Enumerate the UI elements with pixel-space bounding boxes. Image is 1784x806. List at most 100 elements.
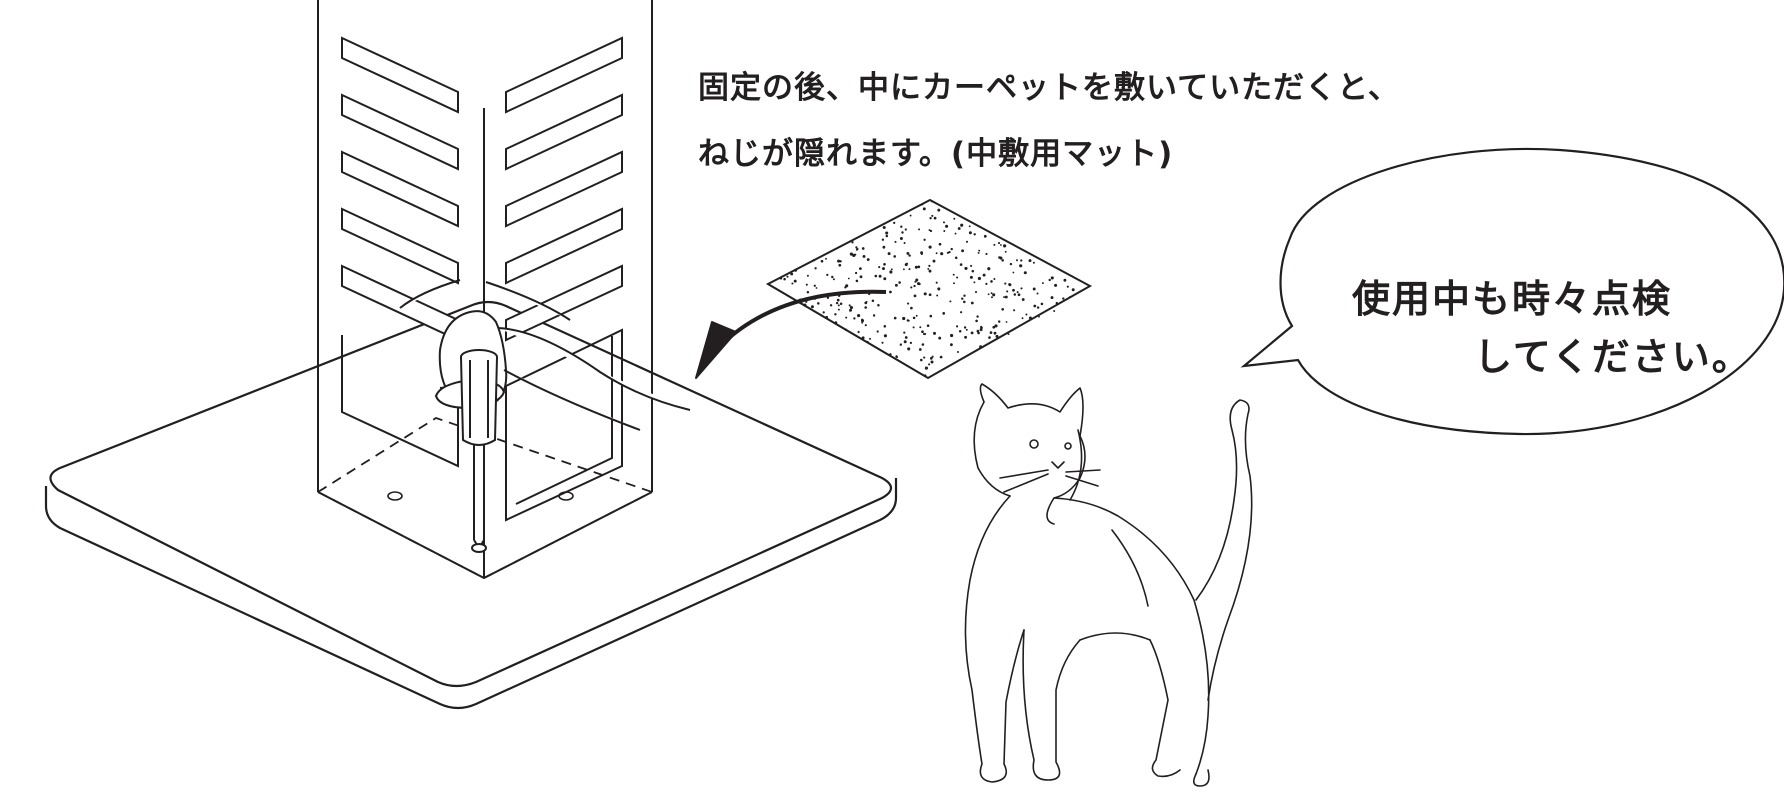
mat-texture-dot	[853, 317, 856, 320]
mat-texture-dot	[949, 300, 952, 303]
mat-texture-dot	[1016, 259, 1018, 262]
mat-texture-dot	[903, 340, 907, 344]
mat-texture-dot	[855, 279, 859, 283]
mat-texture-dot	[831, 275, 834, 279]
mat-texture-dot	[1055, 301, 1058, 305]
mat-texture-dot	[953, 282, 955, 285]
mat-texture-dot	[848, 304, 851, 307]
mat-texture-dot	[852, 253, 856, 257]
mat-texture-dot	[935, 252, 938, 255]
mat-texture-dot	[1032, 287, 1036, 291]
mat-texture-dot	[1016, 291, 1019, 294]
mat-texture-dot	[909, 341, 913, 345]
mat-texture-dot	[970, 264, 973, 267]
mat-texture-dot	[923, 374, 927, 378]
mat-texture-dot	[990, 292, 993, 295]
mat-texture-dot	[950, 333, 954, 338]
mat-texture-dot	[928, 363, 931, 366]
mat-texture-dot	[1041, 282, 1044, 285]
carpet-mat-icon	[765, 198, 1093, 380]
mat-texture-dot	[881, 238, 885, 241]
mat-texture-dot	[854, 271, 858, 275]
mat-texture-dot	[928, 264, 931, 268]
mat-texture-dot	[859, 275, 863, 279]
mat-texture-dot	[961, 249, 965, 253]
mat-texture-dot	[909, 214, 912, 217]
mat-texture-dot	[1003, 296, 1006, 299]
mat-texture-dot	[1017, 293, 1021, 297]
post-corner-panels	[317, 0, 653, 580]
mat-texture-dot	[923, 292, 927, 296]
mat-texture-dot	[864, 324, 867, 327]
mat-texture-dot	[1023, 271, 1027, 275]
mat-texture-dot	[861, 247, 865, 250]
mat-texture-dot	[987, 293, 990, 296]
mat-texture-dot	[881, 341, 884, 344]
mat-texture-dot	[1033, 304, 1037, 308]
mat-texture-dot	[1013, 293, 1017, 296]
mat-texture-dot	[829, 304, 833, 307]
mat-texture-dot	[950, 343, 953, 347]
mat-texture-dot	[1020, 259, 1023, 262]
mat-texture-dot	[940, 252, 944, 256]
mat-texture-dot	[938, 336, 942, 340]
mat-texture-dot	[968, 225, 971, 228]
mat-texture-dot	[1021, 317, 1024, 320]
mat-texture-dot	[918, 348, 922, 351]
mat-texture-dot	[790, 272, 794, 276]
mat-texture-dot	[849, 252, 853, 256]
mat-texture-dot	[883, 277, 887, 281]
mat-texture-dot	[976, 329, 980, 333]
mat-texture-dot	[908, 254, 911, 257]
mat-texture-dot	[894, 240, 897, 243]
mat-texture-dot	[935, 281, 938, 284]
mat-texture-dot	[1003, 244, 1007, 248]
mat-texture-dot	[786, 275, 789, 278]
mat-texture-dot	[915, 278, 919, 282]
mat-texture-dot	[844, 328, 848, 332]
mat-texture-dot	[904, 228, 907, 231]
instruction-line-1: 固定の後、中にカーペットを敷いていただくと、	[698, 70, 1400, 106]
mat-texture-dot	[820, 259, 824, 263]
mat-texture-dot	[902, 268, 905, 271]
mat-texture-dot	[851, 241, 854, 244]
mat-texture-dot	[985, 282, 988, 285]
mat-texture-dot	[918, 282, 921, 286]
mat-texture-dot	[1001, 307, 1005, 311]
mat-texture-dot	[885, 234, 889, 238]
mat-texture-dot	[913, 294, 917, 298]
post-slats-left	[341, 36, 459, 342]
mat-texture-dot	[907, 319, 910, 322]
mat-texture-dot	[1069, 295, 1072, 298]
mat-texture-dot	[860, 319, 865, 323]
mat-texture-dot	[855, 248, 858, 251]
mat-texture-dot	[963, 326, 967, 329]
mat-texture-dot	[926, 324, 930, 327]
mat-texture-dot	[810, 305, 814, 309]
mat-texture-dot	[900, 225, 903, 228]
mat-texture-dot	[997, 242, 1001, 245]
mat-texture-dot	[954, 256, 958, 260]
mat-texture-dot	[812, 258, 816, 262]
mat-texture-dot	[963, 300, 966, 304]
mat-texture-dot	[883, 334, 887, 338]
mat-texture-dot	[1062, 297, 1065, 300]
mat-texture-dot	[869, 337, 871, 340]
mat-texture-dot	[1013, 309, 1016, 312]
mat-texture-dot	[874, 274, 878, 278]
mat-texture-dot	[956, 276, 959, 279]
mat-texture-dot	[1050, 296, 1054, 300]
mat-texture-dot	[936, 294, 939, 297]
mat-texture-dot	[1028, 316, 1032, 320]
mat-texture-dot	[1020, 287, 1023, 290]
mat-texture-dot	[914, 265, 918, 269]
mat-texture-dot	[958, 330, 962, 333]
mat-texture-dot	[871, 299, 875, 302]
mat-texture-dot	[961, 297, 964, 300]
mat-texture-dot	[1012, 271, 1015, 274]
mat-texture-dot	[927, 267, 930, 270]
mat-texture-dot	[1038, 315, 1040, 318]
mat-texture-dot	[994, 324, 998, 328]
cat-icon	[964, 383, 1253, 787]
